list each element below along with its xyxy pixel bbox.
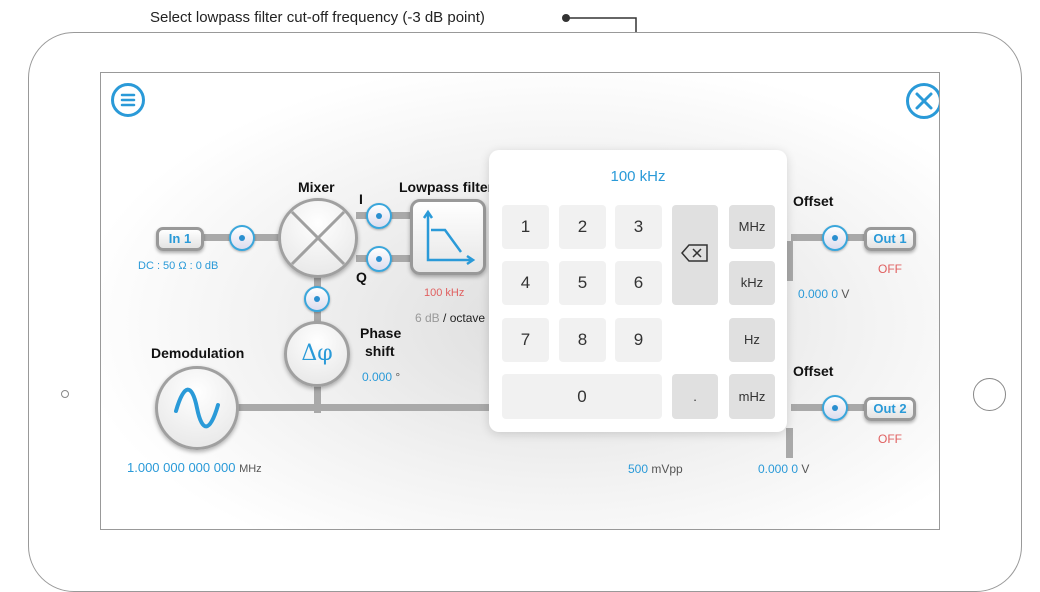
backspace-key[interactable] bbox=[672, 205, 718, 305]
demodulation-frequency[interactable]: 1.000 000 000 000 MHz bbox=[127, 460, 262, 475]
i-node[interactable] bbox=[366, 203, 392, 229]
amplitude-value[interactable]: 500 mVpp bbox=[628, 462, 683, 476]
offset1-label: Offset bbox=[793, 193, 834, 209]
sine-wave-icon bbox=[174, 387, 220, 429]
slope-value: 6 dB bbox=[415, 311, 440, 325]
mixer-cross-icon bbox=[290, 210, 346, 266]
key-6[interactable]: 6 bbox=[615, 261, 662, 305]
lowpass-label: Lowpass filter bbox=[399, 179, 494, 195]
out2-port[interactable]: Out 2 bbox=[864, 397, 916, 421]
key-2[interactable]: 2 bbox=[559, 205, 606, 249]
offset2-label: Offset bbox=[793, 363, 834, 379]
amplitude-unit: mVpp bbox=[651, 462, 683, 476]
out1-port[interactable]: Out 1 bbox=[864, 227, 916, 251]
lowpass-frequency[interactable]: 100 kHz bbox=[424, 287, 464, 299]
offset2-unit: V bbox=[801, 462, 810, 476]
wire bbox=[786, 428, 793, 458]
unit-hz[interactable]: Hz bbox=[729, 318, 775, 362]
phase-label-1: Phase bbox=[360, 325, 402, 341]
phase-value-number: 0.000 bbox=[362, 370, 393, 384]
wire bbox=[236, 404, 596, 411]
demodulation-label: Demodulation bbox=[151, 345, 245, 361]
camera-dot bbox=[61, 390, 69, 398]
i-label: I bbox=[359, 191, 363, 207]
lowpass-filter-block[interactable] bbox=[410, 199, 486, 275]
menu-button[interactable] bbox=[111, 83, 145, 117]
decimal-key[interactable]: . bbox=[672, 374, 718, 419]
q-label: Q bbox=[356, 269, 367, 285]
key-8[interactable]: 8 bbox=[559, 318, 606, 362]
key-5[interactable]: 5 bbox=[559, 261, 606, 305]
lowpass-frequency-unit: kHz bbox=[445, 287, 465, 299]
lowpass-frequency-value: 100 bbox=[424, 287, 443, 299]
key-1[interactable]: 1 bbox=[502, 205, 549, 249]
lowpass-response-icon bbox=[422, 209, 476, 266]
unit-mhz-mega[interactable]: MHz bbox=[729, 205, 775, 249]
key-4[interactable]: 4 bbox=[502, 261, 549, 305]
demodulation-oscillator[interactable] bbox=[155, 366, 239, 450]
key-3[interactable]: 3 bbox=[615, 205, 662, 249]
offset1-unit: V bbox=[841, 287, 850, 301]
offset1-value[interactable]: 0.000 0 V bbox=[798, 287, 849, 301]
key-7[interactable]: 7 bbox=[502, 318, 549, 362]
unit-mhz-milli[interactable]: mHz bbox=[729, 374, 775, 419]
lowpass-slope[interactable]: 6 dB / octave bbox=[415, 311, 485, 325]
keypad-display: 100 kHz bbox=[610, 168, 666, 185]
home-button[interactable] bbox=[973, 378, 1006, 411]
in1-settings[interactable]: DC : 50 Ω : 0 dB bbox=[138, 260, 219, 272]
wire bbox=[201, 234, 321, 241]
offset2-value[interactable]: 0.000 0 V bbox=[758, 462, 809, 476]
in1-node[interactable] bbox=[229, 225, 255, 251]
backspace-icon bbox=[681, 244, 708, 262]
frequency-keypad-popover: 100 kHz 1 2 3 4 5 6 7 8 9 0 . MHz kHz Hz… bbox=[489, 150, 787, 432]
offset2-value-number: 0.000 0 bbox=[758, 462, 799, 476]
phase-label-2: shift bbox=[365, 343, 395, 359]
wire bbox=[786, 241, 793, 281]
key-0[interactable]: 0 bbox=[502, 374, 662, 419]
out2-status[interactable]: OFF bbox=[878, 432, 902, 446]
out2-node[interactable] bbox=[822, 395, 848, 421]
out1-node[interactable] bbox=[822, 225, 848, 251]
hamburger-icon bbox=[120, 93, 136, 107]
mixer-label: Mixer bbox=[298, 179, 335, 195]
phase-node[interactable] bbox=[304, 286, 330, 312]
amplitude-number: 500 bbox=[628, 462, 649, 476]
unit-khz[interactable]: kHz bbox=[729, 261, 775, 305]
phase-unit: ° bbox=[395, 370, 401, 384]
mixer[interactable] bbox=[278, 198, 358, 278]
in1-port[interactable]: In 1 bbox=[156, 227, 204, 251]
demod-value: 1.000 000 000 000 bbox=[127, 460, 236, 475]
out1-status[interactable]: OFF bbox=[878, 262, 902, 276]
demod-unit: MHz bbox=[239, 463, 262, 475]
annotation-text: Select lowpass filter cut-off frequency … bbox=[150, 9, 485, 26]
phase-value[interactable]: 0.000 ° bbox=[362, 370, 400, 384]
settings-tools-button[interactable] bbox=[906, 83, 939, 119]
app-screen: In 1 DC : 50 Ω : 0 dB Mixer I Q Lowpass … bbox=[100, 72, 940, 530]
slope-unit: / octave bbox=[443, 311, 486, 325]
q-node[interactable] bbox=[366, 246, 392, 272]
phase-shift-block[interactable]: Δφ bbox=[284, 321, 350, 387]
wrench-screwdriver-icon bbox=[915, 92, 933, 110]
offset1-value-number: 0.000 0 bbox=[798, 287, 839, 301]
key-9[interactable]: 9 bbox=[615, 318, 662, 362]
